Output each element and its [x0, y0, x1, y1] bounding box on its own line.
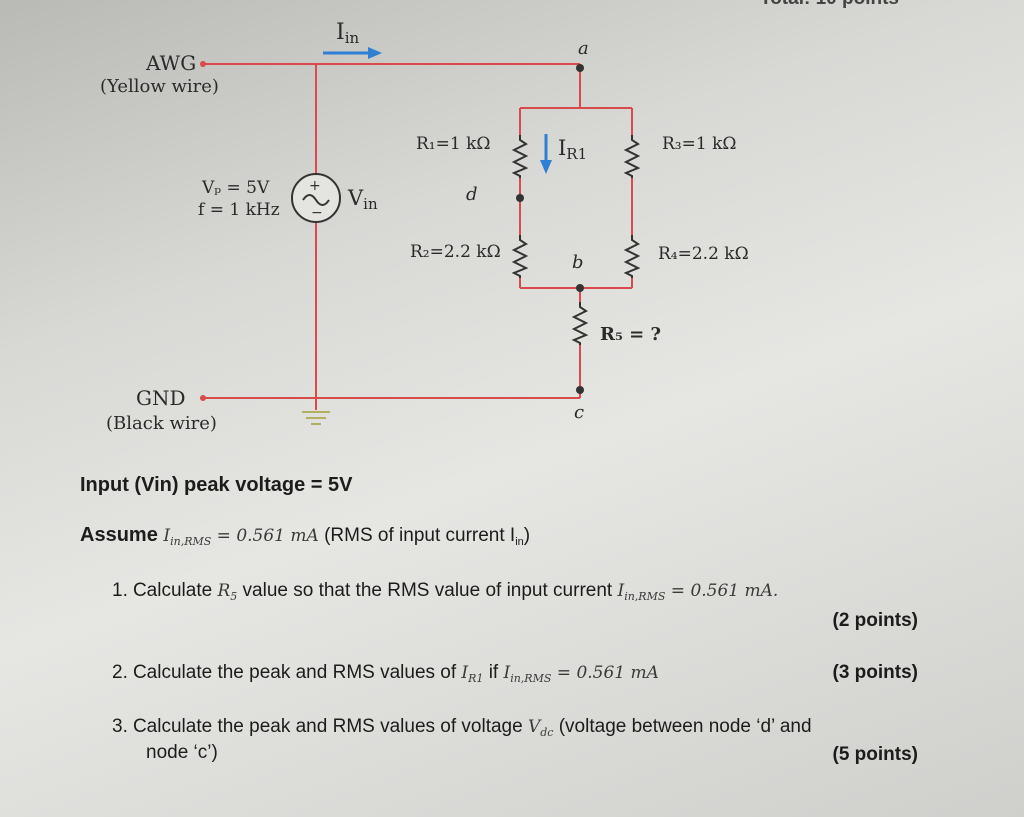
q2-text-a: Calculate the peak and RMS values of: [132, 662, 462, 683]
r2-label: R₂=2.2 kΩ: [410, 242, 501, 262]
r3-label: R₃=1 kΩ: [662, 134, 737, 154]
q2-math2-sub: in,RMS: [510, 672, 552, 685]
ground-icon: [302, 411, 330, 425]
node-a-label: a: [578, 38, 589, 59]
q2-math1-sub: R1: [468, 672, 484, 685]
q2-number: 2.: [112, 662, 128, 683]
q2-text-b: if: [483, 662, 504, 683]
r4-label: R₄=2.2 kΩ: [658, 244, 749, 264]
question-2: 2. Calculate the peak and RMS values of …: [112, 662, 659, 685]
vin-label: Vin: [348, 186, 378, 213]
q1-points: (2 points): [832, 610, 919, 631]
circuit-diagram: + −: [200, 47, 641, 425]
ir1-label: IR1: [558, 136, 587, 163]
ir1-label-sub: R1: [566, 145, 588, 163]
ir1-arrow-icon: [540, 134, 552, 174]
source-f-label: f = 1 kHz: [198, 200, 280, 220]
iin-label-main: I: [336, 20, 345, 45]
svg-text:+: +: [309, 178, 321, 194]
q2-points: (3 points): [832, 662, 919, 683]
resistor-r5-symbol: [571, 302, 589, 345]
assume-prefix: Assume: [80, 524, 164, 546]
assume-line: Assume Iin,RMS = 0.561 mA (RMS of input …: [80, 524, 530, 548]
q1-text-a: Calculate: [132, 580, 218, 601]
node-b-dot: [576, 284, 584, 292]
iin-arrow-icon: [323, 47, 382, 59]
vin-label-sub: in: [363, 195, 378, 213]
resistor-r3-symbol: [623, 135, 641, 178]
awg-label: AWG: [146, 51, 197, 75]
q1-math2: I: [617, 581, 625, 601]
iin-label: Iin: [336, 20, 359, 47]
q1-math1: R: [217, 581, 231, 601]
q3-math1: V: [527, 717, 541, 737]
node-d-dot: [516, 194, 524, 202]
r5-label: R₅ = ?: [600, 324, 662, 345]
q1-number: 1.: [112, 580, 128, 601]
q3-math1-sub: dc: [540, 726, 554, 739]
question-1: 1. Calculate R5 value so that the RMS va…: [112, 580, 778, 603]
q1-math2-sub: in,RMS: [624, 590, 666, 603]
assume-suffix-sub: in: [515, 536, 524, 548]
source-vp-label: Vₚ = 5V: [202, 178, 270, 198]
gnd-terminal: [200, 395, 206, 401]
header-fragment: Total: 10 points: [760, 0, 899, 10]
vin-label-main: V: [348, 186, 364, 210]
q1-text-b: value so that the RMS value of input cur…: [237, 580, 618, 601]
resistor-r1-symbol: [511, 135, 529, 178]
q2-math1: I: [461, 663, 469, 683]
iin-label-sub: in: [344, 29, 360, 47]
gnd-wire-note: (Black wire): [106, 413, 217, 434]
svg-text:−: −: [311, 205, 323, 221]
awg-wire-note: (Yellow wire): [100, 76, 219, 97]
node-a-dot: [576, 64, 584, 72]
q3-points: (5 points): [832, 744, 919, 765]
question-3: 3. Calculate the peak and RMS values of …: [112, 716, 812, 739]
input-peak-voltage: Input (Vin) peak voltage = 5V: [80, 474, 353, 496]
q3-text-a: Calculate the peak and RMS values of vol…: [132, 716, 528, 737]
ir1-label-main: I: [558, 136, 567, 160]
q2-math2-val: = 0.561 mA: [551, 663, 659, 683]
awg-terminal: [200, 61, 206, 67]
node-b-label: b: [572, 252, 584, 273]
q1-math2-val: = 0.561 mA.: [665, 581, 779, 601]
ac-source-icon: + −: [291, 173, 341, 223]
assume-value: = 0.561 mA: [211, 526, 319, 546]
node-c-dot: [576, 386, 584, 394]
assume-math-sub: in,RMS: [170, 535, 212, 548]
resistor-r2-symbol: [511, 235, 529, 278]
q3-text-b: (voltage between node ‘d’ and: [553, 716, 812, 737]
assume-suffix: (RMS of input current I: [318, 525, 516, 546]
q2-math2: I: [503, 663, 511, 683]
q3-line2: node ‘c’): [146, 742, 218, 763]
r1-label: R₁=1 kΩ: [416, 134, 491, 154]
assume-math: I: [163, 526, 171, 546]
resistor-r4-symbol: [623, 235, 641, 278]
q1-math1-sub: 5: [230, 590, 238, 603]
node-d-label: d: [466, 184, 478, 205]
q3-number: 3.: [112, 716, 128, 737]
node-c-label: c: [574, 402, 585, 423]
gnd-label: GND: [136, 386, 186, 410]
assume-close: ): [523, 525, 531, 546]
